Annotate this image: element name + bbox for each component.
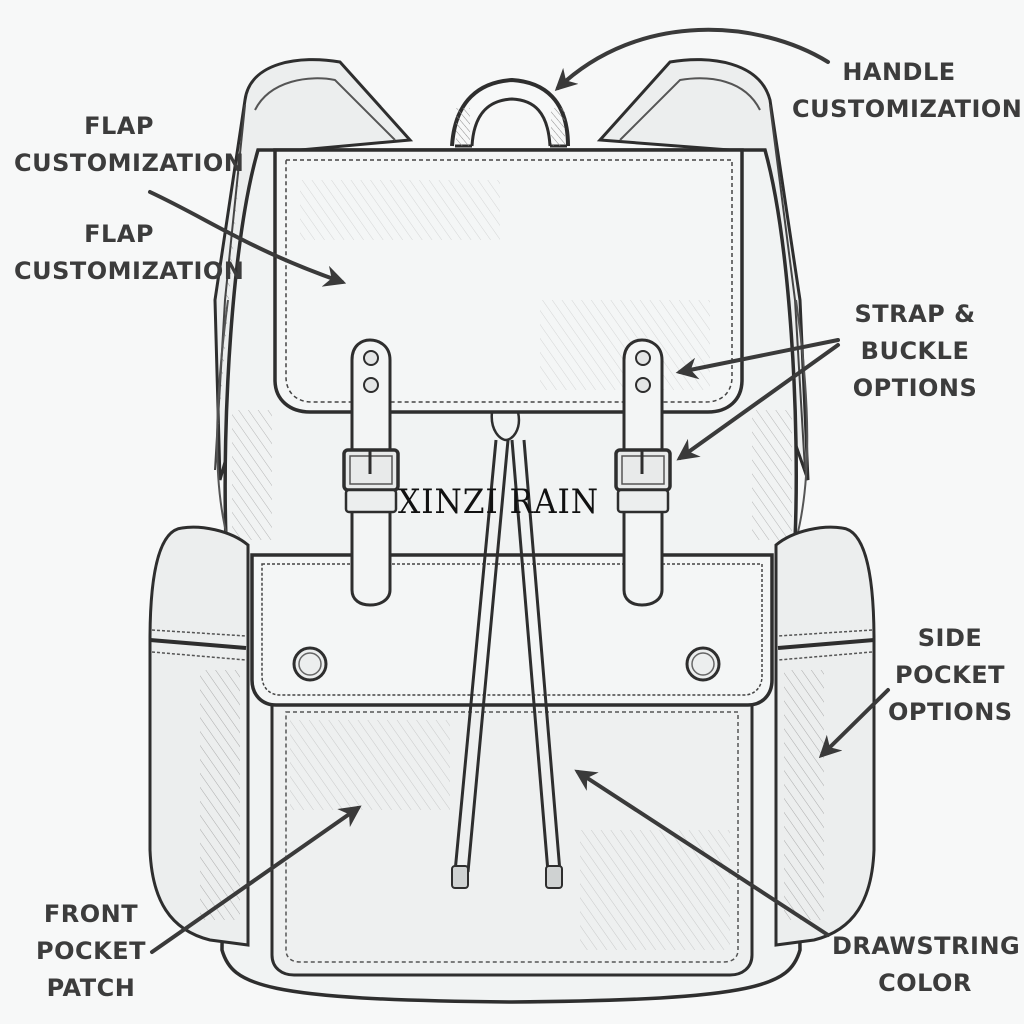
buckle-strap-left: [342, 338, 400, 607]
top-handle: [450, 77, 570, 148]
arrow-strap-buckle: [676, 343, 840, 461]
arrow-flap: [148, 190, 347, 287]
label-line: CUSTOMIZATION: [14, 149, 245, 177]
label-line: SIDE: [917, 624, 983, 652]
label-line: FLAP: [84, 112, 154, 140]
side-pocket-left: [148, 525, 250, 947]
label-line: OPTIONS: [852, 374, 978, 402]
label-line: DRAWSTRING: [832, 932, 1021, 960]
drawstring-tip-left: [451, 865, 469, 889]
drawstring-tip-right: [545, 865, 563, 889]
label-side-pocket-options: SIDE POCKET OPTIONS: [888, 620, 1012, 731]
front-pocket: [270, 698, 754, 977]
label-line: FLAP: [84, 220, 154, 248]
buckle-strap-right: [614, 338, 672, 607]
annotation-arrows: [148, 27, 890, 954]
arrow-front-pocket: [150, 805, 362, 954]
label-drawstring-color: DRAWSTRING COLOR: [832, 928, 1021, 1002]
label-line: FRONT: [43, 900, 139, 928]
front-pocket-flap: [250, 553, 774, 707]
brand-watermark: XINZI RAIN: [398, 482, 600, 522]
label-line: PATCH: [46, 974, 136, 1002]
label-line: BUCKLE: [860, 337, 970, 365]
label-flap-customization-2: FLAP CUSTOMIZATION: [14, 216, 245, 290]
label-line: OPTIONS: [888, 698, 1013, 726]
drawstring: [451, 411, 563, 889]
label-flap-customization-1: FLAP CUSTOMIZATION: [14, 108, 245, 182]
label-line: POCKET: [36, 937, 146, 965]
arrow-handle: [554, 27, 830, 92]
label-line: HANDLE: [842, 58, 956, 86]
arrow-side-pocket: [818, 688, 890, 759]
label-line: STRAP &: [854, 300, 976, 328]
label-line: CUSTOMIZATION: [14, 257, 245, 285]
label-line: CUSTOMIZATION: [792, 95, 1023, 123]
top-flap: [273, 148, 744, 414]
arrow-strap-top: [675, 338, 840, 380]
arrow-drawstring: [574, 769, 830, 937]
label-line: POCKET: [895, 661, 1005, 689]
side-pocket-right: [774, 525, 876, 947]
label-handle-customization: HANDLE CUSTOMIZATION: [792, 54, 1023, 128]
label-front-pocket-patch: FRONT POCKET PATCH: [30, 896, 152, 1007]
label-line: COLOR: [878, 969, 972, 997]
label-strap-buckle-options: STRAP & BUCKLE OPTIONS: [850, 296, 980, 407]
